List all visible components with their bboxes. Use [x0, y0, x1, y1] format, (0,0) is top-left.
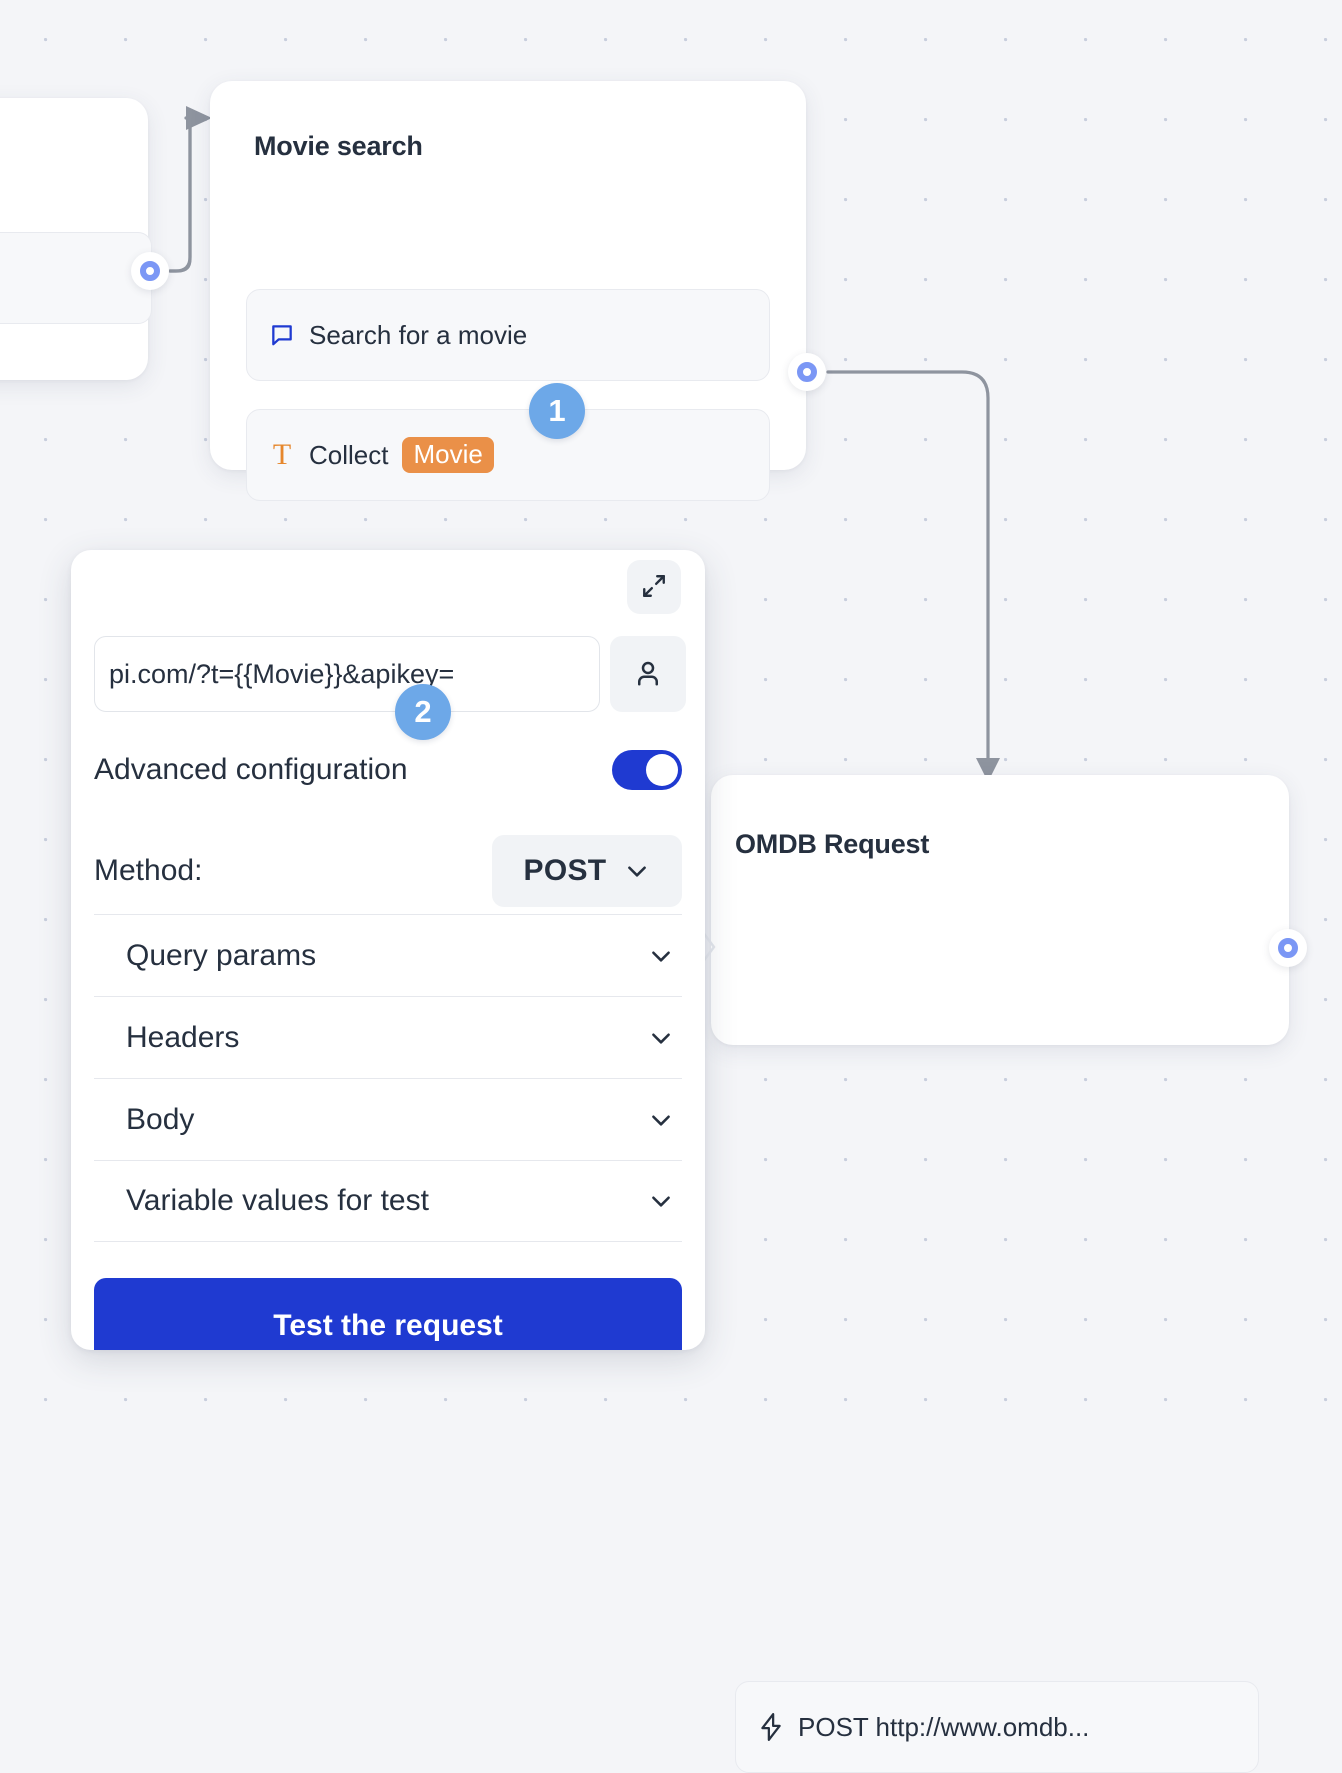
test-the-request-button[interactable]: Test the request	[94, 1278, 682, 1350]
request-url-area[interactable]	[94, 636, 686, 712]
http-method-row: Method: POST	[94, 835, 682, 907]
accordion-label-query-params: Query params	[126, 938, 317, 972]
accordion-label-body: Body	[126, 1102, 195, 1136]
expand-diagonal-icon	[641, 573, 667, 602]
node-row-search-label: Search for a movie	[309, 319, 528, 350]
lightning-bolt-icon	[758, 1712, 784, 1742]
http-method-value: POST	[523, 854, 607, 887]
accordion-item-body[interactable]: Body	[94, 1078, 682, 1160]
node-movie-search-title: Movie search	[254, 131, 423, 161]
person-icon	[633, 658, 663, 691]
port-movie-search-output[interactable]	[788, 353, 826, 391]
chevron-down-icon[interactable]	[648, 1107, 674, 1133]
accordion-label-variable-values-for-test: Variable values for test	[126, 1184, 429, 1217]
node-omdb-input-nub	[701, 930, 716, 964]
accordion-label-headers: Headers	[126, 1020, 240, 1054]
advanced-configuration-row[interactable]: Advanced configuration	[94, 742, 682, 798]
node-movie-search[interactable]: Movie search Search for a movie T Collec…	[210, 81, 806, 501]
expand-panel-button[interactable]	[627, 560, 681, 614]
node-row-collect-text: Collect	[309, 439, 389, 470]
chevron-down-icon	[624, 858, 650, 884]
chevron-down-icon[interactable]	[648, 1188, 674, 1214]
accordion-item-query-params[interactable]: Query params	[94, 914, 682, 996]
accordion-item-variable-values-for-test[interactable]: Variable values for test	[94, 1160, 682, 1242]
port-left-node-output[interactable]	[131, 252, 169, 290]
variable-tag-movie[interactable]: Movie	[402, 437, 494, 473]
partial-node-card[interactable]	[0, 98, 152, 380]
chevron-down-icon[interactable]	[648, 1025, 674, 1051]
chat-bubble-icon	[269, 322, 295, 348]
node-row-collect-label: Collect Movie	[309, 437, 494, 473]
chevron-down-icon[interactable]	[648, 943, 674, 969]
node-row-post-request[interactable]: POST http://www.omdb...	[735, 1681, 1259, 1773]
step-badge-1: 1	[529, 383, 585, 439]
text-t-icon: T	[272, 438, 292, 471]
request-url-input[interactable]	[94, 636, 600, 712]
request-config-panel[interactable]: Advanced configuration Method: POST Quer…	[71, 550, 705, 1350]
accordion-item-headers[interactable]: Headers	[94, 996, 682, 1078]
node-row-search-for-a-movie[interactable]: Search for a movie	[246, 289, 770, 381]
node-omdb-request[interactable]: OMDB Request POST http://www.omdb...	[711, 775, 1289, 1773]
auth-user-button[interactable]	[610, 636, 686, 712]
http-method-label: Method:	[94, 854, 203, 887]
request-sections-accordion: Query params Headers Body	[94, 914, 682, 1242]
advanced-configuration-label: Advanced configuration	[94, 753, 408, 786]
partial-node-row[interactable]	[0, 232, 152, 324]
port-omdb-request-output[interactable]	[1269, 929, 1307, 967]
http-method-select[interactable]: POST	[492, 835, 682, 907]
advanced-configuration-toggle[interactable]	[612, 750, 682, 790]
node-row-post-label: POST http://www.omdb...	[798, 1711, 1090, 1742]
node-omdb-request-title: OMDB Request	[735, 829, 930, 859]
node-row-collect-movie[interactable]: T Collect Movie	[246, 409, 770, 501]
step-badge-2: 2	[395, 684, 451, 740]
